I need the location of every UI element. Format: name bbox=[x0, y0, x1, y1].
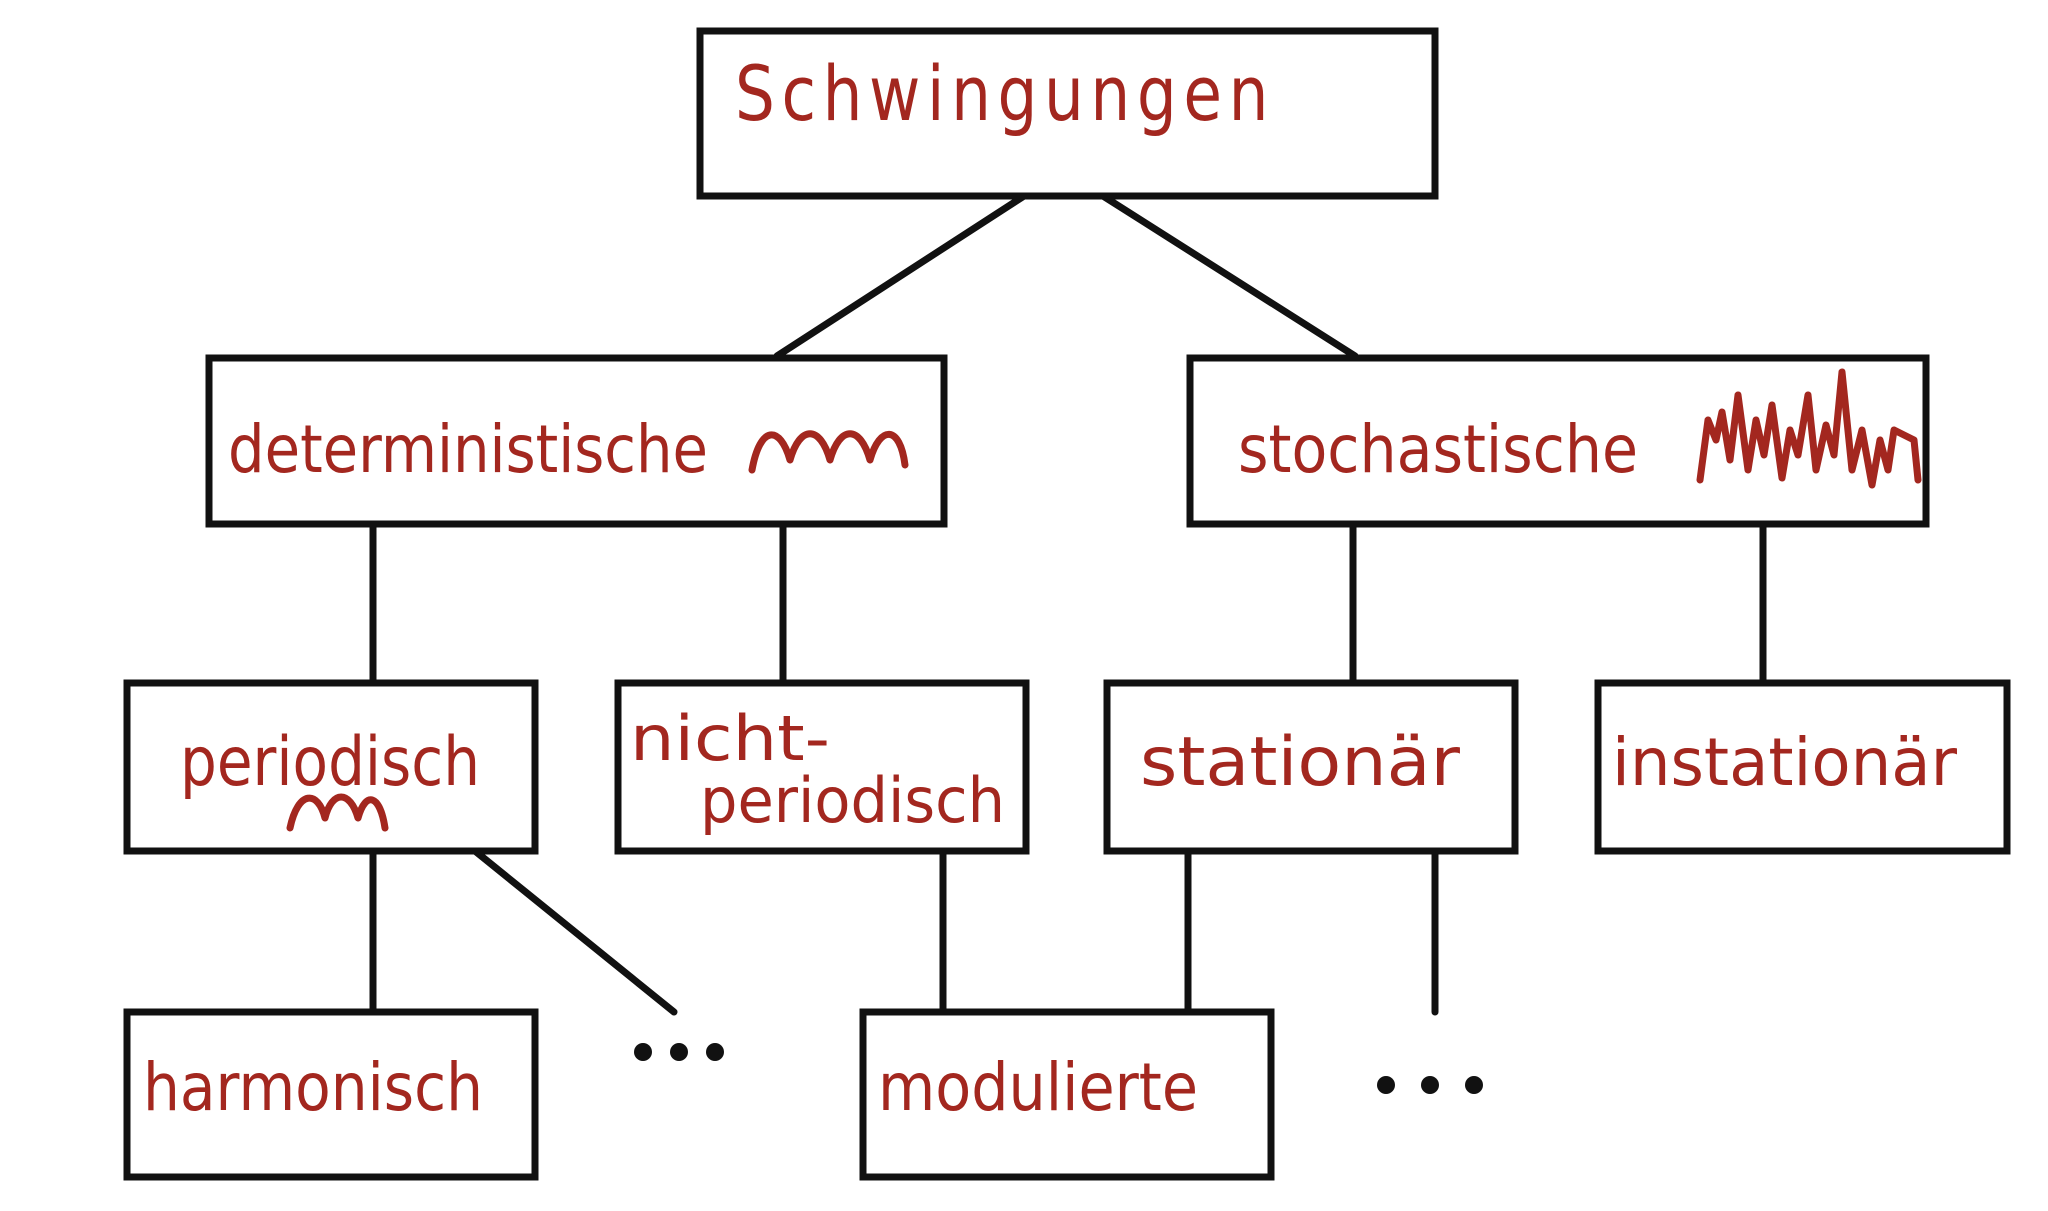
node-modulated: modulierte bbox=[859, 1008, 1275, 1181]
node-periodic: periodisch bbox=[123, 679, 539, 855]
node-modulated-label: modulierte bbox=[878, 1049, 1198, 1126]
node-deterministic-label: deterministische bbox=[228, 411, 708, 488]
node-deterministic: deterministische bbox=[205, 354, 948, 528]
node-nonperiodic-line2: periodisch bbox=[700, 764, 1005, 837]
ellipsis-left-text: ... bbox=[678, 1064, 680, 1066]
periodic-wave-icon bbox=[286, 793, 389, 832]
node-stationary-label: stationär bbox=[1140, 723, 1460, 802]
node-root: Schwingungen bbox=[696, 27, 1439, 200]
node-root-label: Schwingungen bbox=[735, 49, 1275, 138]
node-nonperiodic-line1: nicht- bbox=[630, 702, 830, 775]
node-harmonic: harmonisch bbox=[123, 1008, 539, 1181]
edges bbox=[369, 192, 1767, 1016]
edge-periodic-more bbox=[471, 847, 678, 1016]
ellipsis-right: ... bbox=[1377, 1076, 1483, 1094]
node-periodic-label: periodisch bbox=[180, 723, 480, 802]
node-instationary: instationär bbox=[1594, 679, 2011, 855]
stochastic-wave-icon bbox=[1696, 368, 1922, 489]
node-stochastic: stochastische bbox=[1186, 354, 1930, 528]
ellipsis-left: ... bbox=[634, 1043, 724, 1066]
edge-root-stochastic bbox=[1099, 192, 1359, 360]
edge-root-deterministic bbox=[773, 192, 1028, 360]
deterministic-wave-icon bbox=[748, 430, 909, 474]
node-nonperiodic: nicht- periodisch bbox=[614, 679, 1030, 855]
node-harmonic-label: harmonisch bbox=[143, 1049, 483, 1126]
node-stationary: stationär bbox=[1103, 679, 1519, 855]
node-stochastic-label: stochastische bbox=[1238, 411, 1638, 488]
node-instationary-label: instationär bbox=[1612, 724, 1958, 801]
